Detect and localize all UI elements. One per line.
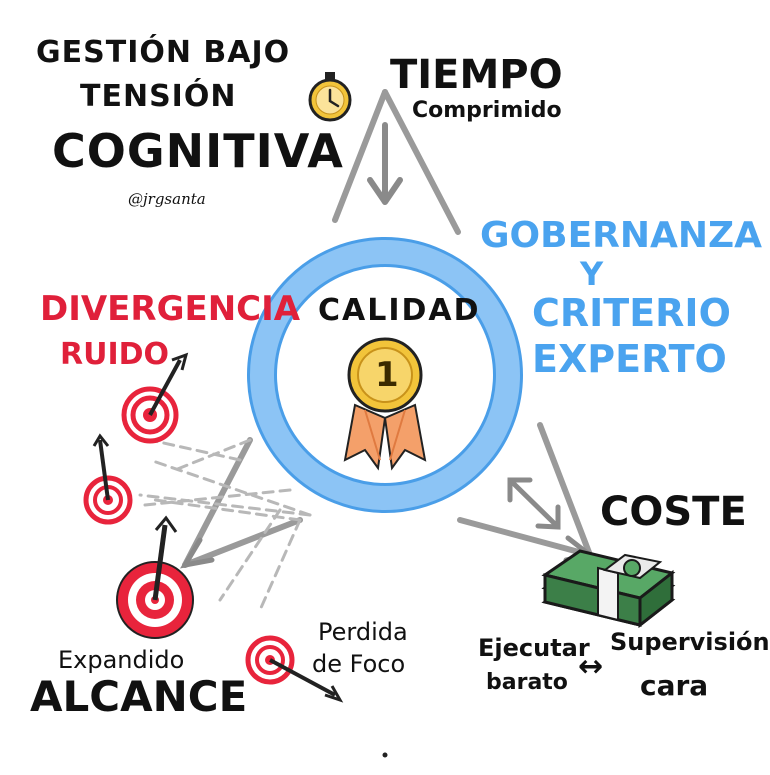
arrow-alcance-lower [182, 517, 303, 568]
arrow-tiempo-left [332, 89, 388, 223]
gobernanza-line-3: CRITERIO [532, 291, 731, 335]
bidirectional-arrow [507, 477, 561, 530]
tiempo-sub: Comprimido [412, 98, 562, 123]
arrow-coste-upper [537, 422, 593, 558]
alcance-line-1: Expandido [58, 646, 185, 674]
arrow-tiempo-right [382, 89, 461, 235]
gobernanza-line-2: Y [580, 255, 604, 293]
target-icon-4 [245, 635, 344, 703]
clock-icon [308, 72, 352, 122]
foco-line-1: Perdida [318, 618, 408, 646]
coste-right-line-1: Supervisión [610, 628, 770, 656]
title-line-1: GESTIÓN BAJO [36, 35, 291, 70]
target-icon-2 [83, 433, 133, 525]
medal-number: 1 [375, 355, 399, 395]
coste-left-line-2: barato [486, 670, 568, 695]
alcance-line-2: ALCANCE [30, 672, 248, 721]
medal-icon [343, 337, 427, 471]
coste-right-line-2: cara [640, 669, 709, 702]
foco-line-2: de Foco [312, 650, 406, 678]
gobernanza-line-1: GOBERNANZA [480, 215, 762, 256]
arrow-coste-lower [457, 517, 593, 558]
money-stack-icon [541, 549, 676, 629]
calidad-label: CALIDAD [318, 293, 481, 328]
title-line-2: TENSIÓN [80, 79, 237, 114]
ruido-label: RUIDO [60, 337, 170, 372]
tiempo-label: TIEMPO [390, 52, 563, 98]
divergencia-label: DIVERGENCIA [40, 289, 301, 329]
coste-label: COSTE [600, 489, 747, 535]
coste-arrow: ↔ [578, 649, 604, 684]
divergence-dashed-arrows [138, 438, 312, 612]
coste-left-line-1: Ejecutar [478, 634, 590, 662]
arrowhead-alcance [180, 537, 215, 569]
target-icon-large [116, 515, 194, 639]
target-icon-1 [121, 352, 189, 444]
dot [382, 752, 388, 758]
author-signature: @jrgsanta [128, 190, 206, 208]
title-line-3: COGNITIVA [52, 124, 344, 178]
arrow-down-tiempo [367, 122, 403, 205]
gobernanza-line-4: EXPERTO [532, 337, 727, 381]
